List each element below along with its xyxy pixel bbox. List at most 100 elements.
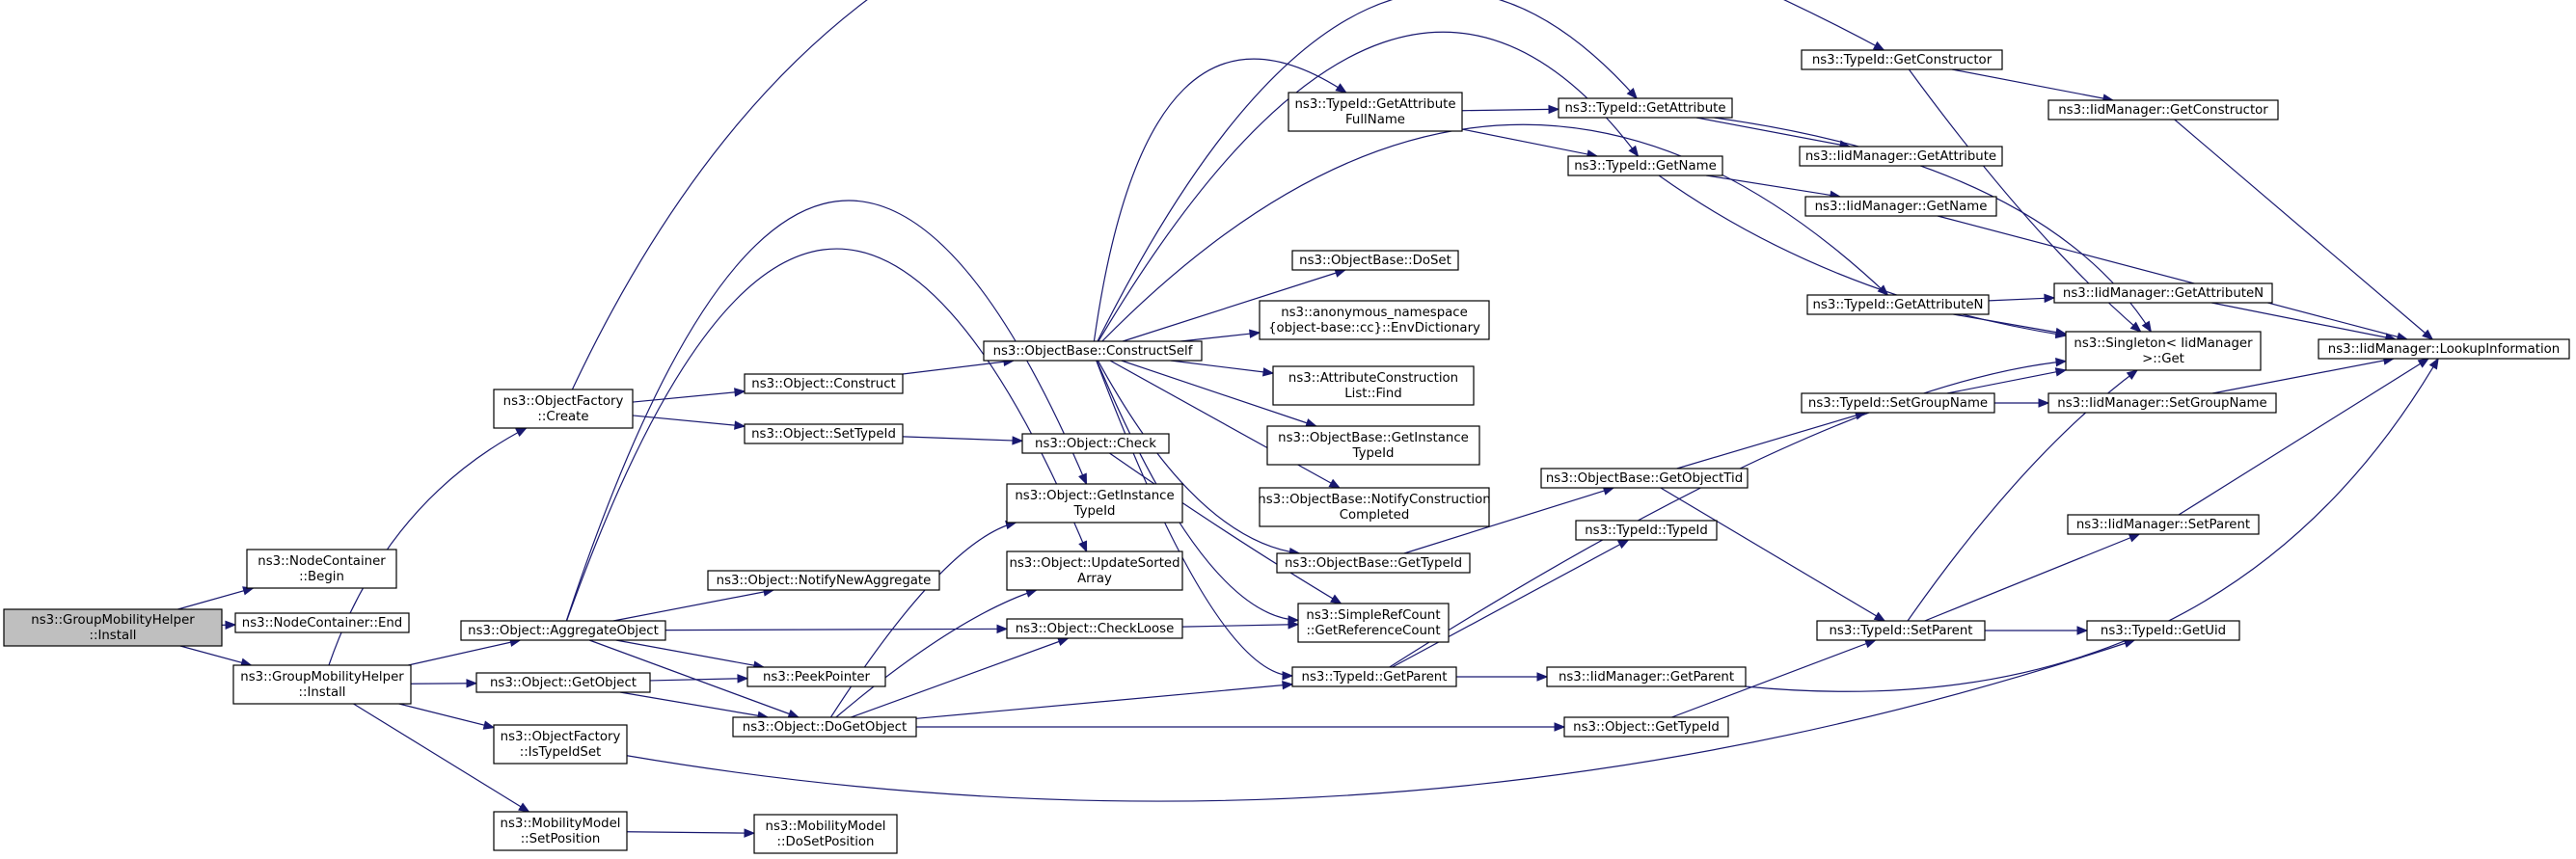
- node-obj_dogetobject[interactable]: ns3::Object::DoGetObject: [732, 716, 917, 738]
- node-obj_settypeid[interactable]: ns3::Object::SetTypeId: [744, 423, 904, 444]
- node-gmh_install[interactable]: ns3::GroupMobilityHelper::Install: [232, 664, 412, 705]
- node-obj_checkloose[interactable]: ns3::Object::CheckLoose: [1006, 618, 1183, 639]
- arrowhead-iid_getconstructor-to-iid_lookupinfo: [2422, 329, 2434, 340]
- node-iid_setgroupname[interactable]: ns3::IidManager::SetGroupName: [2047, 392, 2277, 414]
- node-objbase_notifyconscompleted[interactable]: ns3::ObjectBase::NotifyConstructionCompl…: [1258, 487, 1491, 527]
- node-label: ns3::TypeId::GetParent: [1302, 670, 1448, 685]
- node-objbase_constructself[interactable]: ns3::ObjectBase::ConstructSelf: [983, 340, 1203, 362]
- arrowhead-tid_getattributen-to-singleton_get: [2054, 327, 2068, 337]
- edge-obj_check-to-srefcount_getrefcount: [1109, 452, 1342, 604]
- edge-gmh_install-to-obj_aggregate: [408, 639, 521, 666]
- node-box: [2065, 331, 2262, 371]
- node-tid_getuid[interactable]: ns3::TypeId::GetUid: [2086, 620, 2240, 641]
- node-srefcount_getrefcount[interactable]: ns3::SimpleRefCount::GetReferenceCount: [1297, 603, 1450, 643]
- node-tid_getconstructor[interactable]: ns3::TypeId::GetConstructor: [1801, 49, 2003, 70]
- node-nc_end[interactable]: ns3::NodeContainer::End: [234, 612, 410, 633]
- arrowhead-gmh_install-to-of_create: [515, 427, 528, 438]
- edge-obj_dogetobject-to-obj_getinstancetypeid: [829, 522, 1017, 718]
- node-box: [232, 664, 412, 705]
- node-obj_notifynewagg[interactable]: ns3::Object::NotifyNewAggregate: [707, 570, 940, 591]
- node-objbase_getobjecttid[interactable]: ns3::ObjectBase::GetObjectTid: [1540, 468, 1749, 489]
- node-label: ::Begin: [299, 570, 344, 584]
- arrowhead-tid_getattributen-to-iid_getattributen: [2044, 293, 2056, 304]
- node-label: ns3::PeekPointer: [763, 670, 871, 685]
- node-box: [1259, 487, 1490, 527]
- arrowhead-objbase_constructself-to-tid_getattrfullname: [1335, 83, 1347, 94]
- node-label: ns3::ObjectBase::DoSet: [1299, 254, 1451, 268]
- node-label: ns3::IidManager::SetGroupName: [2057, 396, 2266, 411]
- node-iid_getparent[interactable]: ns3::IidManager::GetParent: [1546, 666, 1747, 687]
- arrowhead-objbase_constructself-to-srefcount_getrefcount: [1288, 615, 1300, 625]
- node-peekpointer[interactable]: ns3::PeekPointer: [746, 666, 886, 687]
- node-box: [1276, 552, 1471, 574]
- node-label: ns3::Object::NotifyNewAggregate: [717, 574, 932, 588]
- node-nc_begin[interactable]: ns3::NodeContainer::Begin: [246, 549, 397, 589]
- node-iid_getattribute[interactable]: ns3::IidManager::GetAttribute: [1799, 146, 2003, 167]
- node-root[interactable]: ns3::GroupMobilityHelper::Install: [3, 608, 223, 647]
- arrowhead-obj_aggregate-to-obj_getinstancetypeid: [1078, 472, 1088, 486]
- node-of_istypeidset[interactable]: ns3::ObjectFactory::IsTypeIdSet: [493, 724, 628, 765]
- node-label: ns3::Object::Check: [1035, 437, 1156, 451]
- arrowhead-obj_check-to-srefcount_getrefcount: [1330, 594, 1342, 604]
- arrowhead-objbase_constructself-to-tid_getname: [1628, 145, 1640, 158]
- node-objbase_gettypeid[interactable]: ns3::ObjectBase::GetTypeId: [1276, 552, 1471, 574]
- node-iid_getname[interactable]: ns3::IidManager::GetName: [1804, 196, 1997, 217]
- edge-obj_aggregate-to-obj_checkloose: [664, 628, 1008, 631]
- edge-of_create-to-obj_settypeid: [632, 415, 746, 427]
- node-box: [493, 811, 628, 851]
- arrowhead-objbase_constructself-to-tid_getparent: [1282, 671, 1294, 681]
- node-label: ns3::ObjectBase::ConstructSelf: [993, 344, 1193, 359]
- node-of_create[interactable]: ns3::ObjectFactory::Create: [493, 389, 634, 429]
- node-objbase_doset[interactable]: ns3::ObjectBase::DoSet: [1291, 250, 1459, 271]
- edge-objbase_constructself-to-objbase_gettypeid: [1097, 360, 1300, 554]
- arrowhead-tid_setparent-to-singleton_get: [2126, 369, 2139, 381]
- node-box: [1266, 425, 1480, 466]
- node-iid_lookupinfo[interactable]: ns3::IidManager::LookupInformation: [2318, 338, 2570, 360]
- node-tid_typeid[interactable]: ns3::TypeId::TypeId: [1575, 520, 1718, 541]
- node-mm_setposition[interactable]: ns3::MobilityModel::SetPosition: [493, 811, 628, 851]
- node-obj_gettypeid[interactable]: ns3::Object::GetTypeId: [1563, 716, 1729, 738]
- node-label: TypeId: [1073, 504, 1116, 519]
- node-anon_envdict[interactable]: ns3::anonymous_namespace{object-base::cc…: [1259, 300, 1490, 340]
- arrowhead-tid_setparent-to-iid_setparent: [2128, 533, 2141, 543]
- node-label: ::SetPosition: [521, 832, 601, 846]
- node-box: [1567, 155, 1723, 176]
- node-label: ns3::TypeId::TypeId: [1585, 523, 1708, 538]
- arrowhead-obj_dogetobject-to-obj_checkloose: [1057, 637, 1070, 647]
- node-box: [2047, 99, 2279, 121]
- node-box: [475, 672, 651, 693]
- edge-iid_getattributen-to-iid_lookupinfo: [2211, 302, 2396, 340]
- node-obj_aggregate[interactable]: ns3::Object::AggregateObject: [460, 620, 666, 641]
- node-tid_getname[interactable]: ns3::TypeId::GetName: [1567, 155, 1723, 176]
- node-label: ns3::ObjectFactory: [501, 730, 621, 744]
- node-box: [1006, 550, 1183, 591]
- node-label: ns3::TypeId::GetConstructor: [1812, 53, 1993, 67]
- node-tid_getparent[interactable]: ns3::TypeId::GetParent: [1291, 666, 1457, 687]
- edge-mm_setposition-to-mm_dosetposition: [626, 831, 755, 834]
- node-iid_getconstructor[interactable]: ns3::IidManager::GetConstructor: [2047, 99, 2279, 121]
- node-iid_getattributen[interactable]: ns3::IidManager::GetAttributeN: [2053, 282, 2273, 304]
- arrowhead-root-to-nc_end: [225, 620, 237, 631]
- arrowhead-tid_getattrfullname-to-tid_getattribute: [1548, 104, 1560, 115]
- node-tid_setparent[interactable]: ns3::TypeId::SetParent: [1816, 620, 1986, 641]
- edge-tid_getconstructor-to-singleton_get: [1908, 68, 2142, 333]
- node-iid_setparent[interactable]: ns3::IidManager::SetParent: [2067, 514, 2260, 535]
- edge-gmh_install-to-mm_setposition: [353, 703, 529, 813]
- node-tid_getattribute[interactable]: ns3::TypeId::GetAttribute: [1558, 97, 1733, 119]
- node-tid_getattributen[interactable]: ns3::TypeId::GetAttributeN: [1806, 294, 1990, 315]
- node-tid_setgroupname[interactable]: ns3::TypeId::SetGroupName: [1801, 392, 1995, 414]
- arrowhead-gmh_install-to-obj_getobject: [466, 679, 478, 688]
- node-obj_getobject[interactable]: ns3::Object::GetObject: [475, 672, 651, 693]
- node-obj_construct[interactable]: ns3::Object::Construct: [744, 373, 904, 394]
- node-label: ns3::Object::Construct: [751, 377, 895, 391]
- node-singleton_get[interactable]: ns3::Singleton< IidManager >::Get: [2065, 331, 2262, 371]
- node-mm_dosetposition[interactable]: ns3::MobilityModel::DoSetPosition: [753, 814, 898, 854]
- edge-tid_getparent-to-tid_typeid: [1392, 539, 1629, 668]
- edge-objbase_constructself-to-srefcount_getrefcount: [1096, 360, 1299, 621]
- node-obj_check[interactable]: ns3::Object::Check: [1021, 433, 1170, 454]
